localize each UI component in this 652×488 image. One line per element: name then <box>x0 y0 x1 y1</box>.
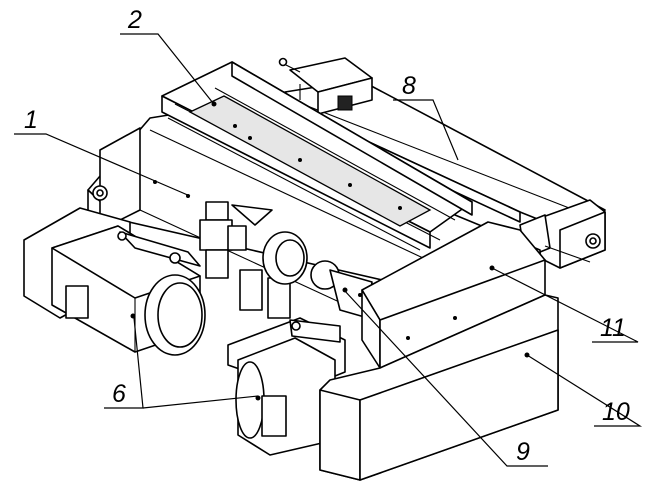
label-9: 9 <box>516 438 530 466</box>
front-motor <box>227 317 346 456</box>
pneumatic-units <box>117 201 373 319</box>
hopper <box>161 61 473 251</box>
label-1: 1 <box>24 106 38 134</box>
label-10: 10 <box>602 398 630 426</box>
label-2: 2 <box>127 6 142 34</box>
label-8: 8 <box>402 72 416 100</box>
lower-cover <box>319 294 559 481</box>
left-motor <box>23 207 206 356</box>
label-6: 6 <box>112 380 126 408</box>
label-11: 11 <box>600 314 626 342</box>
callout-labels: 1 2 6 8 9 10 11 <box>24 6 630 466</box>
leader-lines <box>14 33 643 467</box>
upper-guard <box>361 221 546 369</box>
